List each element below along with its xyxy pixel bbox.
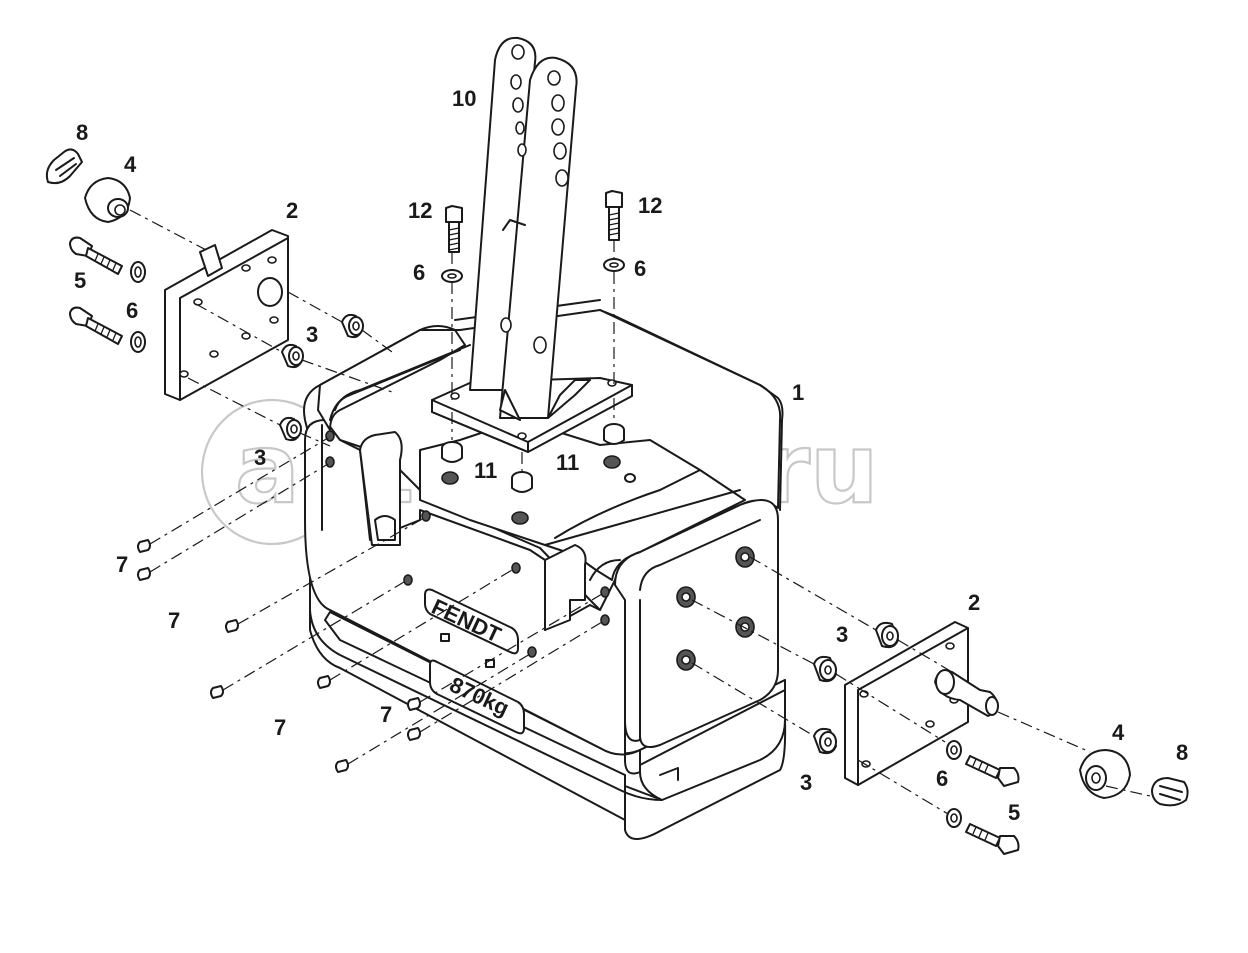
callout-12-right: 12 (638, 193, 662, 218)
callout-7-c: 7 (274, 715, 286, 740)
callout-labels: 8 4 2 5 6 3 3 10 12 12 6 6 11 11 1 7 7 7… (74, 86, 1188, 825)
callout-5-right: 5 (1008, 800, 1020, 825)
callout-4-right: 4 (1112, 720, 1125, 745)
callout-12-left: 12 (408, 198, 432, 223)
callout-3-left-bottom: 3 (254, 445, 266, 470)
callout-11-left: 11 (474, 458, 497, 483)
callout-2-left: 2 (286, 198, 298, 223)
callout-6-top-left: 6 (413, 260, 425, 285)
callout-1: 1 (792, 380, 804, 405)
callout-8-right: 8 (1176, 740, 1188, 765)
screws-7 (137, 437, 603, 773)
callout-3-right-top: 3 (836, 622, 848, 647)
callout-3-left-top: 3 (306, 322, 318, 347)
top-bolts (441, 190, 625, 400)
ballast-weight-block: FENDT 870kg (303, 299, 787, 840)
callout-8-left: 8 (76, 120, 88, 145)
right-hitch-assembly (691, 556, 1189, 855)
callout-3-right-bottom: 3 (800, 770, 812, 795)
callout-7-a: 7 (116, 552, 128, 577)
callout-5-left: 5 (74, 268, 86, 293)
callout-6-top-right: 6 (634, 256, 646, 281)
callout-10: 10 (452, 86, 476, 111)
callout-4-left: 4 (124, 152, 137, 177)
spacers-11 (441, 398, 625, 493)
callout-2-right: 2 (968, 590, 980, 615)
callout-11-right: 11 (556, 450, 579, 475)
callout-6-right: 6 (936, 766, 948, 791)
left-hitch-assembly (45, 148, 393, 447)
tow-bracket (431, 36, 633, 453)
callout-7-b: 7 (168, 608, 180, 633)
callout-7-d: 7 (380, 702, 392, 727)
callout-6-left: 6 (126, 298, 138, 323)
